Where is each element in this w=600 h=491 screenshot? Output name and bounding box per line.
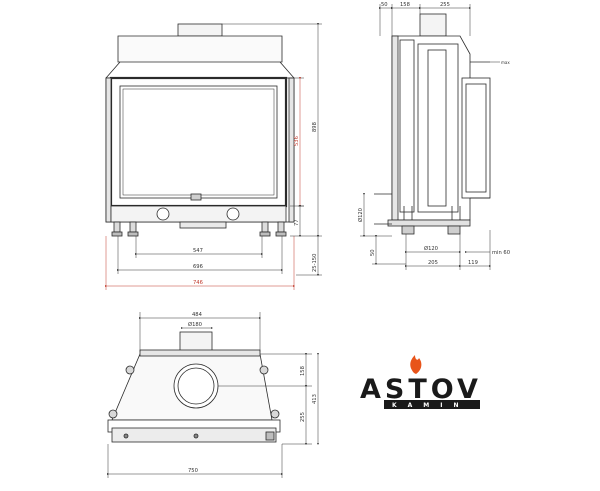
front-feet [111, 221, 287, 237]
front-air-control-right [226, 207, 240, 221]
side-top-collar [419, 13, 447, 37]
dim-front-height-glass: 536 [294, 136, 300, 146]
dim-side-depth-205: 205 [428, 260, 438, 266]
dim-front-height-feet: 77 [294, 219, 300, 226]
top-flue-opening [173, 363, 219, 409]
dim-top-width-750: 750 [188, 468, 198, 474]
front-ash-panel [110, 205, 287, 223]
astov-logo: ASTOV KAMIN [360, 355, 482, 409]
dim-side-pipe-dia: Ø120 [424, 245, 438, 252]
front-door-frame [109, 76, 288, 208]
side-inner-panel [417, 43, 459, 213]
front-dimensions [105, 23, 322, 290]
flame-icon [410, 355, 422, 374]
dim-front-width-body: 696 [193, 264, 203, 270]
dim-top-height-158: 158 [300, 366, 306, 376]
dim-side-top-mid: 158 [400, 2, 410, 8]
front-top-collar [177, 23, 223, 37]
dim-side-top-depth: 255 [440, 2, 450, 8]
front-door-handle [190, 193, 202, 201]
dim-top-height-413: 413 [312, 394, 318, 404]
dim-front-width-glass: 547 [193, 248, 203, 254]
brand-sub: KAMIN [392, 402, 470, 409]
side-view [374, 13, 491, 235]
dim-side-min-label: min 60 [492, 250, 510, 256]
brand-name: ASTOV [360, 374, 482, 405]
dim-side-pipe: Ø120 [357, 208, 364, 222]
side-rear-flue [461, 77, 491, 199]
side-dimensions [360, 4, 500, 270]
dim-top-height-255: 255 [300, 412, 306, 422]
dim-top-flue-dia: Ø180 [188, 321, 202, 328]
front-air-control-left [156, 207, 170, 221]
dim-side-top-offset: 50 [381, 2, 388, 8]
dim-side-depth-119: 119 [468, 260, 478, 266]
dim-front-feet-range: 25-150 [312, 254, 318, 272]
dim-side-max-label: max [501, 60, 510, 65]
front-view [105, 23, 295, 237]
dim-side-bottom-left: 50 [370, 249, 376, 256]
dim-front-height-total: 898 [312, 122, 318, 132]
top-dimensions [107, 312, 319, 478]
front-hood [117, 35, 283, 63]
top-view [107, 331, 281, 443]
dim-front-width-total: 746 [193, 280, 203, 286]
brand-sub-bar [384, 400, 480, 409]
dim-top-width-484: 484 [192, 312, 203, 318]
